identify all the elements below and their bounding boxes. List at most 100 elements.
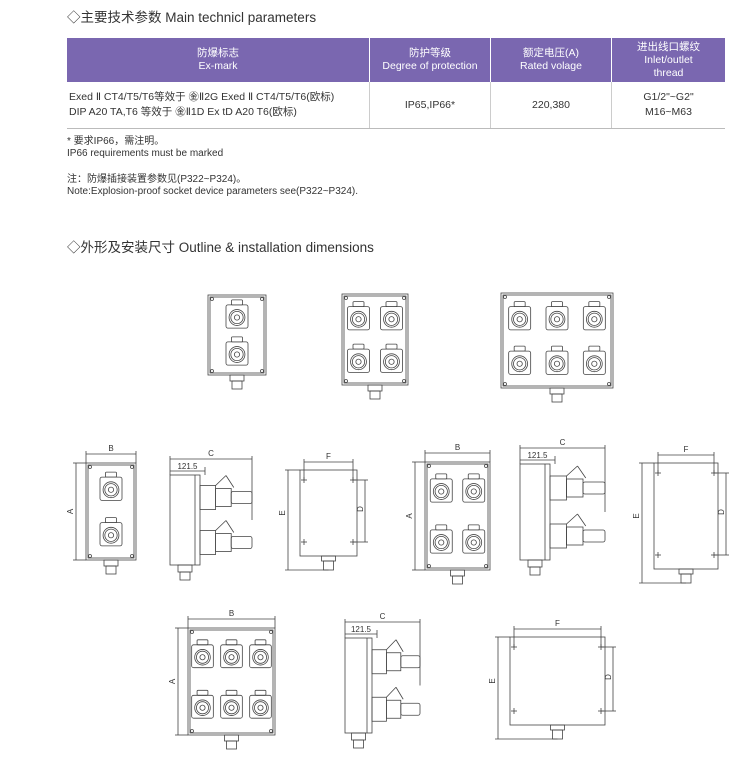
screw xyxy=(130,554,134,558)
screw xyxy=(607,295,611,299)
note-socket-en: Note:Explosion-proof socket device param… xyxy=(67,186,358,197)
socket xyxy=(508,350,532,375)
enclosure xyxy=(187,627,276,736)
label-e: E xyxy=(488,678,497,683)
enclosure xyxy=(344,637,373,734)
plug xyxy=(549,475,567,501)
label-f: F xyxy=(684,445,689,454)
label-f: F xyxy=(326,452,331,461)
plug xyxy=(199,485,217,510)
enclosure xyxy=(509,636,606,726)
label-a: A xyxy=(405,513,414,519)
screw xyxy=(210,369,214,373)
front-view xyxy=(207,294,267,390)
label-b: B xyxy=(229,609,234,618)
label-d: D xyxy=(604,674,613,680)
enclosure xyxy=(653,462,719,570)
socket xyxy=(380,306,403,331)
back-view: F E D xyxy=(488,619,616,740)
screw xyxy=(130,465,134,469)
screw xyxy=(427,464,431,468)
socket xyxy=(429,529,453,554)
socket xyxy=(380,348,403,373)
socket xyxy=(508,306,532,331)
plug xyxy=(199,530,217,555)
side-view: C 121.5 xyxy=(169,449,253,581)
enclosure xyxy=(207,294,267,376)
cell-ex-mark: Exed Ⅱ CT4/T5/T6等效于 ㊎Ⅱ2G Exed Ⅱ CT4/T5/T… xyxy=(67,82,370,129)
socket xyxy=(462,529,486,554)
enclosure xyxy=(85,462,137,561)
cable-gland xyxy=(450,569,465,577)
label-d: D xyxy=(356,506,365,512)
cable-gland xyxy=(550,724,565,731)
back-view: FED xyxy=(278,452,368,571)
screw xyxy=(503,382,507,386)
screw xyxy=(344,296,348,300)
section-title-dimensions: ◇外形及安装尺寸 Outline & installation dimensio… xyxy=(67,240,374,255)
label-d: D xyxy=(717,509,726,515)
plug xyxy=(371,696,387,722)
cell-thread: G1/2"~G2"M16~M63 xyxy=(611,82,725,129)
enclosure xyxy=(299,469,358,557)
cable-gland xyxy=(229,374,245,382)
screw xyxy=(344,379,348,383)
label-e: E xyxy=(632,513,641,518)
socket xyxy=(462,478,486,503)
socket xyxy=(191,644,214,669)
label-f: F xyxy=(555,619,560,628)
screw xyxy=(503,295,507,299)
enclosure xyxy=(519,463,551,561)
front-view: BA xyxy=(66,444,137,575)
front-view xyxy=(341,293,409,400)
cell-voltage: 220,380 xyxy=(490,82,612,129)
screw xyxy=(427,564,431,568)
screw xyxy=(88,554,92,558)
screw xyxy=(484,564,488,568)
plug xyxy=(371,649,387,675)
label-a: A xyxy=(66,508,75,514)
socket xyxy=(191,694,214,719)
plug xyxy=(549,523,567,549)
screw xyxy=(402,296,406,300)
socket xyxy=(347,348,370,373)
front-view xyxy=(500,292,614,403)
enclosure xyxy=(424,461,491,571)
label-offset: 121.5 xyxy=(177,462,198,471)
header-voltage: 额定电压(A)Rated volage xyxy=(490,38,612,82)
screw xyxy=(190,729,194,733)
cable-gland xyxy=(351,732,366,741)
socket xyxy=(249,694,272,719)
note-ip66-cn: * 要求IP66，需注明。 xyxy=(67,136,165,147)
label-c: C xyxy=(560,438,566,447)
label-offset: 121.5 xyxy=(527,451,548,460)
cell-protection: IP65,IP66* xyxy=(369,82,491,129)
screw xyxy=(260,369,264,373)
screw xyxy=(260,297,264,301)
enclosure xyxy=(169,474,201,566)
section-title-parameters: ◇主要技术参数 Main technicl parameters xyxy=(67,10,317,25)
socket xyxy=(347,306,370,331)
screw xyxy=(210,297,214,301)
enclosure xyxy=(500,292,614,389)
label-a: A xyxy=(168,678,177,684)
screw xyxy=(190,630,194,634)
front-view: BA xyxy=(405,443,491,585)
label-c: C xyxy=(208,449,214,458)
cable-gland xyxy=(678,568,694,575)
socket xyxy=(429,478,453,503)
label-offset: 121.5 xyxy=(351,625,372,634)
note-ip66-en: IP66 requirements must be marked xyxy=(67,148,224,159)
socket xyxy=(249,644,272,669)
note-socket-cn: 注：防爆插接装置参数见(P322~P324)。 xyxy=(67,174,247,185)
socket xyxy=(225,341,249,366)
label-b: B xyxy=(108,444,113,453)
socket xyxy=(220,644,243,669)
socket xyxy=(225,304,249,329)
screw xyxy=(607,382,611,386)
